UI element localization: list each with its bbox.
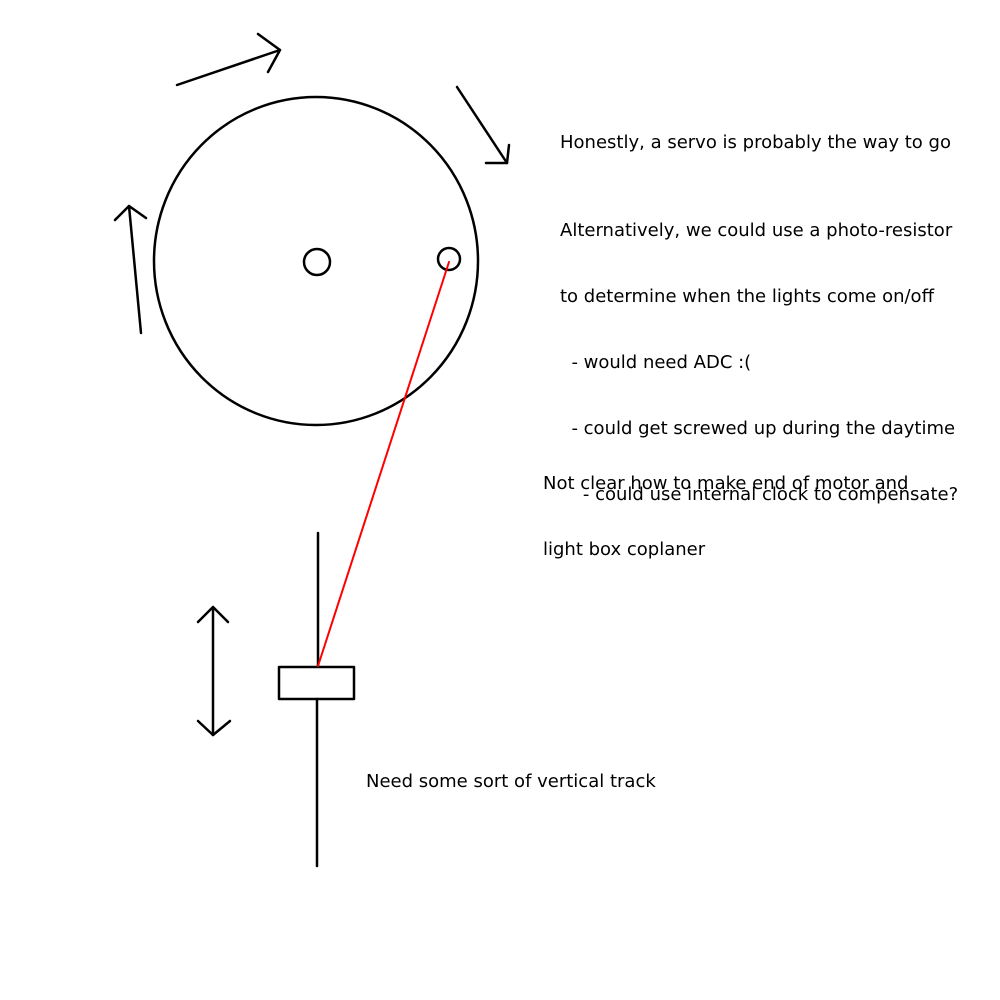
- servo-note: Honestly, a servo is probably the way to…: [560, 132, 951, 153]
- track-note: Need some sort of vertical track: [366, 771, 656, 792]
- note-line: Alternatively, we could use a photo-resi…: [560, 220, 953, 241]
- note-line: - could get screwed up during the daytim…: [560, 418, 956, 439]
- note-line: Not clear how to make end of motor and: [543, 473, 909, 494]
- wheel-circle: [152, 95, 480, 427]
- slider-block: [277, 665, 356, 701]
- up-down-arrow: [196, 605, 232, 737]
- connecting-string: [317, 261, 450, 667]
- note-line: to determine when the lights come on/off: [560, 286, 934, 307]
- crank-pin: [436, 246, 462, 272]
- photoresistor-note: Alternatively, we could use a photo-resi…: [560, 176, 958, 550]
- coplanar-note: Not clear how to make end of motor and l…: [543, 429, 908, 605]
- rotation-arrow-left: [113, 204, 148, 335]
- note-line: - would need ADC :(: [560, 352, 752, 373]
- note-line: light box coplaner: [543, 539, 706, 560]
- wheel-hub: [302, 247, 332, 277]
- rotation-arrow-right: [455, 85, 511, 165]
- rotation-arrow-top: [175, 32, 282, 87]
- note-line: - could use internal clock to compensate…: [560, 484, 959, 505]
